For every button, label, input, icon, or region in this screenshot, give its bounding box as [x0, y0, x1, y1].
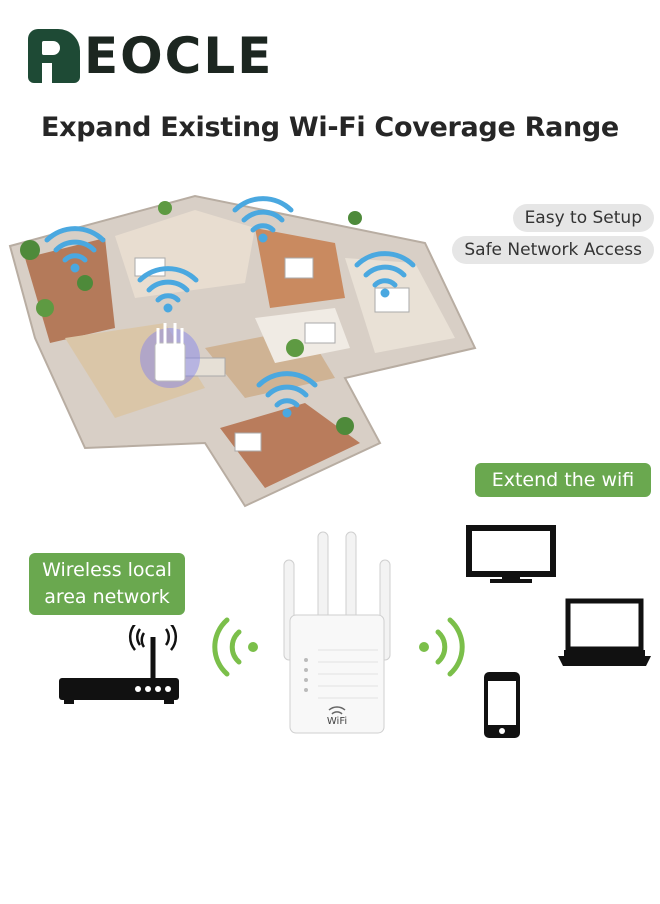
signal-wave-icon: [419, 617, 465, 677]
wireless-lan-badge: Wireless local area network: [29, 553, 185, 615]
extend-wifi-badge: Extend the wifi: [475, 463, 651, 497]
router-icon: [59, 625, 179, 704]
laptop-icon: [558, 598, 651, 666]
easy-setup-badge: Easy to Setup: [512, 204, 654, 232]
brand-name-text: EOCLE: [84, 27, 274, 85]
monitor-icon: [466, 525, 556, 583]
extender-label: WiFi: [326, 716, 348, 727]
headline: Expand Existing Wi-Fi Coverage Range: [41, 112, 619, 143]
wifi-icon: [44, 196, 416, 418]
extender-device-icon: [283, 531, 391, 734]
brand-logo: EOCLE: [28, 26, 273, 86]
safe-access-badge: Safe Network Access: [452, 236, 654, 264]
wifi-extender: WiFi: [278, 530, 396, 740]
floor-plan-illustration: [8, 194, 477, 508]
phone-icon: [484, 672, 520, 738]
signal-wave-icon: [212, 617, 258, 677]
logo-mark-icon: [28, 29, 80, 83]
